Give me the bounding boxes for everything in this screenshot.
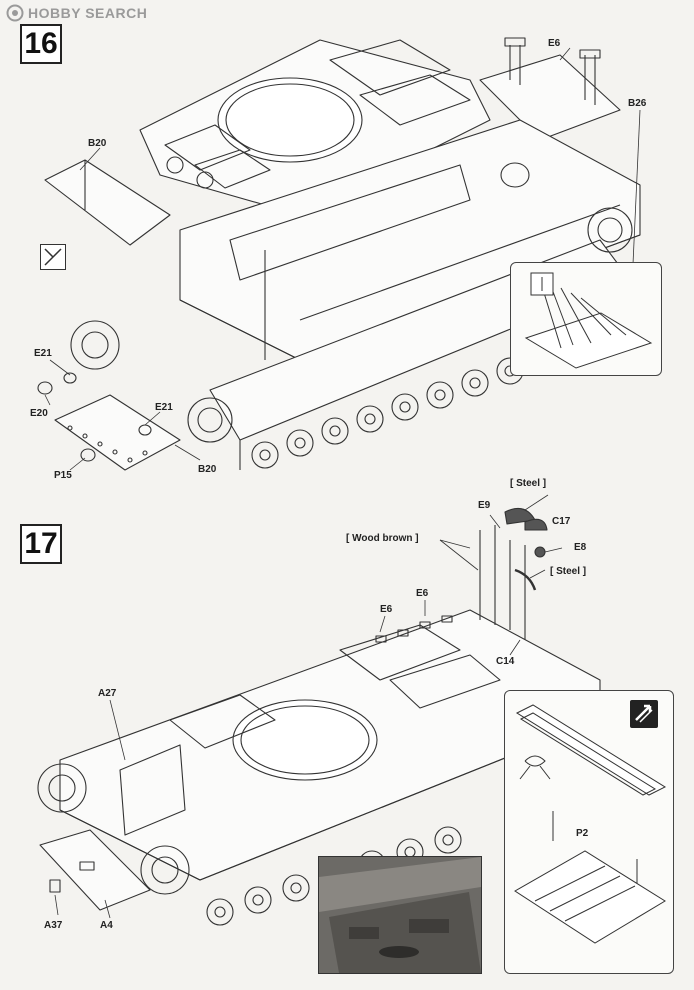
label-a37: A37 [44, 920, 63, 931]
label-e6: E6 [548, 38, 561, 49]
label-p2: P2 [576, 828, 589, 839]
hobby-search-logo-icon [6, 4, 24, 22]
reference-photo [318, 856, 482, 974]
a37-part [49, 879, 61, 893]
b26-inset-drawing [524, 272, 653, 369]
b20-plate-top [44, 159, 171, 246]
p2-inset-drawing [514, 704, 667, 944]
step-number-17: 17 [20, 524, 62, 564]
e20-e21-parts [37, 372, 152, 462]
label-b20-bottom: B20 [198, 464, 217, 475]
label-wood-brown: [ Wood brown ] [346, 533, 419, 544]
engine-deck-plate [139, 39, 491, 216]
label-steel-mid: [ Steel ] [550, 566, 587, 577]
p2-detail-inset [504, 690, 674, 974]
watermark: HOBBY SEARCH [6, 4, 147, 22]
label-e21-mid: E21 [155, 402, 173, 413]
a4-plate [39, 829, 151, 911]
pioneer-tools [375, 507, 548, 643]
label-a4: A4 [100, 920, 113, 931]
road-wheels-step16 [70, 207, 633, 469]
label-p15: P15 [54, 470, 72, 481]
rear-deck-plate [479, 37, 621, 141]
label-steel-top: [ Steel ] [510, 478, 547, 489]
road-wheels-step17 [37, 763, 462, 926]
label-e6-right: E6 [416, 588, 429, 599]
label-e20: E20 [30, 408, 48, 419]
label-e8: E8 [574, 542, 587, 553]
watermark-text: HOBBY SEARCH [28, 5, 148, 21]
label-e21-left: E21 [34, 348, 52, 359]
label-e9: E9 [478, 500, 491, 511]
b20-plate-bottom [54, 394, 181, 471]
label-b26: B26 [628, 98, 647, 109]
label-c17: C17 [552, 516, 571, 527]
side-cutter-icon [40, 244, 66, 270]
label-c14: C14 [496, 656, 515, 667]
label-e6-left: E6 [380, 604, 393, 615]
b26-detail-inset [510, 262, 662, 376]
label-a27: A27 [98, 688, 117, 699]
leader-lines-step17 [54, 494, 563, 919]
rotate-view-icon [630, 700, 658, 728]
step-number-16: 16 [20, 24, 62, 64]
label-b20-top: B20 [88, 138, 107, 149]
